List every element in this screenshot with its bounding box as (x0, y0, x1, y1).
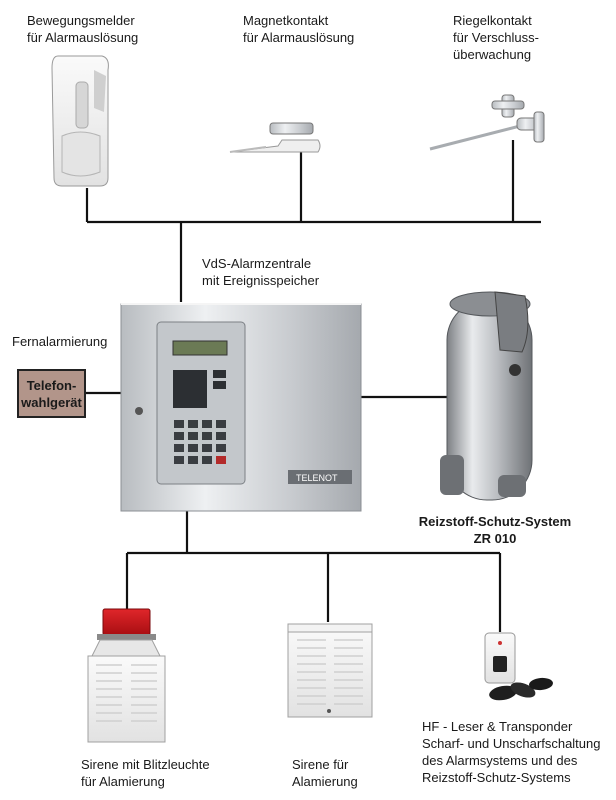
irritant-system-label: Reizstoff-Schutz-System ZR 010 (418, 514, 572, 546)
siren-with-flash-image (87, 608, 166, 743)
siren-image (287, 623, 373, 718)
central-unit-label: VdS-Alarmzentrale mit Ereignisspeicher (202, 256, 320, 288)
motion-detector-image (51, 55, 109, 187)
bolt-contact-label: Riegelkontakt für Verschluss- überwachun… (453, 13, 539, 62)
connection-lines (85, 140, 541, 632)
hf-reader-transponder-image (484, 632, 553, 701)
irritant-protection-system-image (440, 291, 533, 501)
hf-reader-label: HF - Leser & Transponder Scharf- und Uns… (422, 719, 601, 785)
siren-flash-label: Sirene mit Blitzleuchte für Alamierung (81, 757, 210, 789)
siren-label: Sirene für Alamierung (292, 757, 358, 789)
phone-dialer-box: Telefon- wahlgerät (17, 369, 86, 418)
brand-logo-text: TELENOT (296, 473, 338, 483)
alarm-central-unit-image: TELENOT (120, 303, 362, 512)
magnetic-contact-image (229, 122, 321, 153)
motion-detector-label: Bewegungsmelder für Alarmauslösung (27, 13, 139, 45)
bolt-contact-image (429, 94, 545, 151)
remote-alarm-label: Fernalarmierung (12, 334, 108, 349)
magnetic-contact-label: Magnetkontakt für Alarmauslösung (243, 13, 355, 45)
